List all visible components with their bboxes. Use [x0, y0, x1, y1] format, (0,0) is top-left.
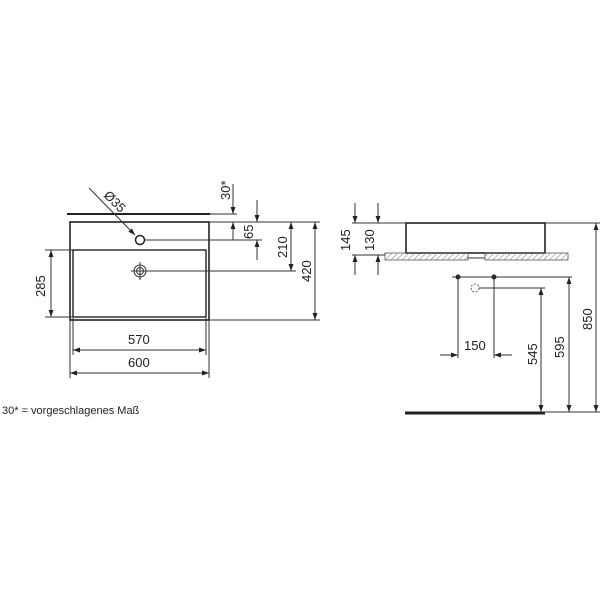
- basin-height-label: 130: [362, 229, 377, 251]
- tap-hole-leader: [88, 187, 136, 236]
- tap-hole-offset-label: 65: [241, 225, 256, 239]
- inner-width-label: 570: [128, 332, 150, 347]
- total-height-label: 145: [338, 229, 353, 251]
- drain-offset-label: 210: [275, 236, 290, 258]
- countertop-section-left: [384, 252, 469, 261]
- waste-outlet: [470, 283, 480, 293]
- basin-side-outline: [405, 222, 546, 254]
- supply-height-label: 595: [552, 336, 567, 358]
- tap-hole-diameter-label: Ø35: [101, 188, 129, 216]
- tap-hole: [134, 234, 146, 246]
- suggested-gap-label: 30*: [218, 180, 233, 200]
- front-view: Ø35 30* 65 210 420 285 570 600: [33, 180, 320, 378]
- depth-label: 420: [299, 260, 314, 282]
- waste-spacing-label: 150: [464, 338, 486, 353]
- waste-height-label: 545: [525, 343, 540, 365]
- side-view: 145 130 150 545 595 850: [338, 203, 600, 415]
- bowl-depth-label: 285: [33, 275, 48, 297]
- footnote: 30* = vorgeschlagenes Maß: [2, 405, 140, 417]
- bowl-outline: [72, 249, 207, 318]
- outer-width-label: 600: [128, 355, 150, 370]
- mounting-height-label: 850: [580, 308, 595, 330]
- countertop-section-right: [484, 252, 569, 261]
